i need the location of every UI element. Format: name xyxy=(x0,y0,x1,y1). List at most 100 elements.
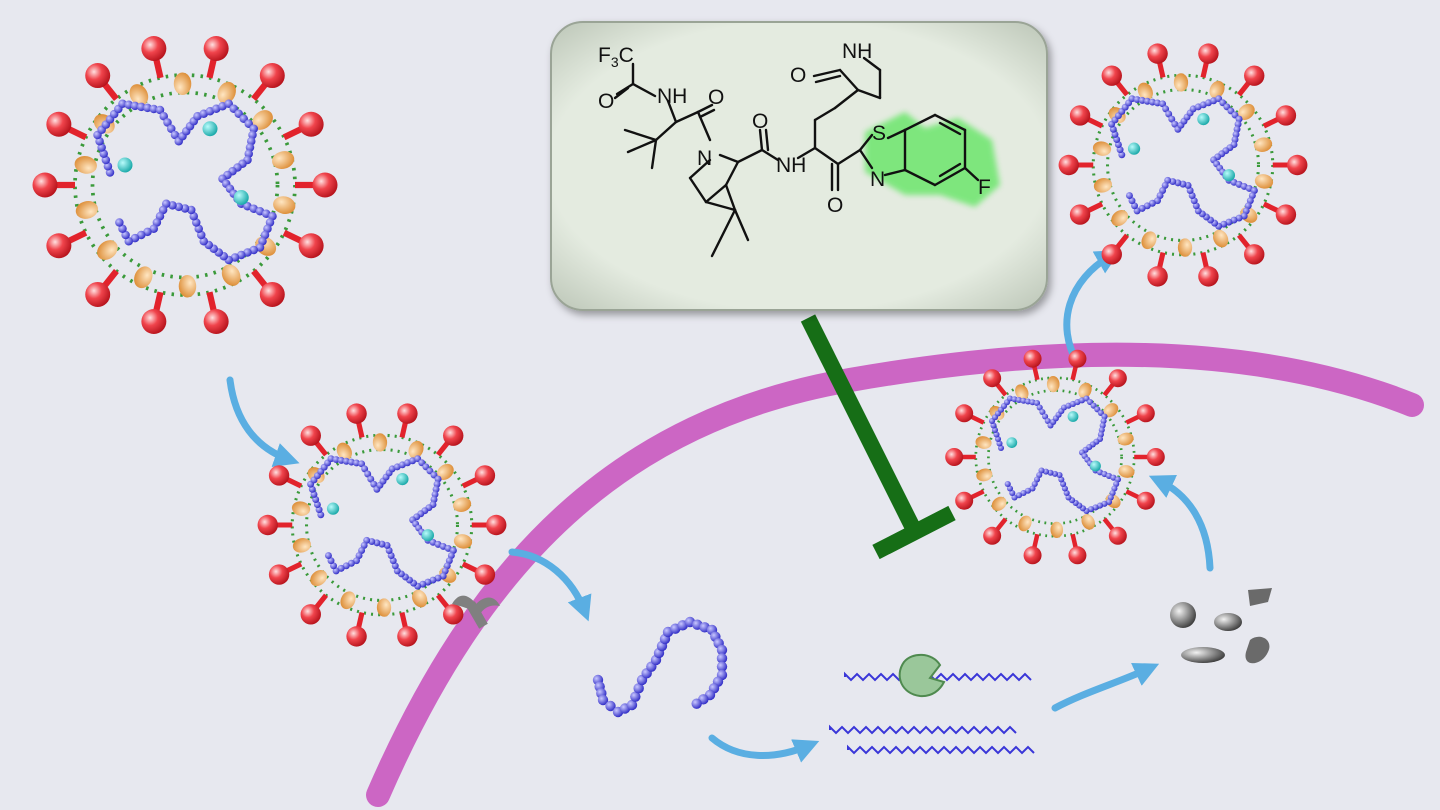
spike-head xyxy=(298,233,324,259)
nucleocapsid-protein xyxy=(396,472,409,486)
o-label-3: O xyxy=(752,110,768,133)
envelope-protein xyxy=(453,534,473,549)
envelope-protein xyxy=(975,436,992,449)
rna-bead xyxy=(347,458,355,466)
nucleocapsid-protein xyxy=(1006,437,1018,448)
rna-bead xyxy=(137,102,146,112)
rna-bead xyxy=(716,644,728,656)
spike-head xyxy=(1069,105,1091,126)
envelope-protein xyxy=(1177,238,1193,257)
rna-bead xyxy=(130,101,140,111)
rna-bead xyxy=(149,104,158,114)
envelope-protein xyxy=(1092,141,1112,156)
spike-head xyxy=(1108,369,1127,388)
envelope-protein xyxy=(336,442,352,461)
envelope-protein xyxy=(1015,384,1029,400)
spike-head xyxy=(1198,266,1219,287)
envelope-protein xyxy=(75,201,98,219)
spike-head xyxy=(443,425,464,446)
spike-head xyxy=(486,514,507,536)
envelope-protein xyxy=(252,110,273,130)
processing-arrow xyxy=(1051,662,1160,712)
envelope-protein xyxy=(178,274,197,298)
fragment-capsule xyxy=(1214,613,1242,631)
spike-head xyxy=(346,403,367,424)
spike-head xyxy=(983,526,1002,545)
rna-bead xyxy=(1143,97,1151,105)
rna-bead xyxy=(1162,105,1170,113)
nh-label-2: NH xyxy=(776,154,806,177)
envelope-protein xyxy=(991,496,1007,511)
receptor-icon xyxy=(452,595,500,629)
envelope-protein xyxy=(310,570,328,587)
spike-head xyxy=(1275,105,1297,126)
rna-bead xyxy=(155,105,165,115)
lactam-o-label: O xyxy=(790,64,806,87)
envelope-protein xyxy=(129,84,149,106)
spike-head xyxy=(474,564,496,585)
envelope-protein xyxy=(1093,178,1112,193)
envelope-protein xyxy=(291,501,311,516)
translation-arrow xyxy=(708,734,820,763)
rna-bead xyxy=(1024,398,1032,405)
spike-head xyxy=(46,233,72,259)
nucleocapsid-protein xyxy=(1222,169,1236,182)
inhibitor-structure-box: F3C NH O O N O NH O S N F NH O xyxy=(550,21,1048,311)
envelope-protein xyxy=(1213,229,1229,248)
envelope-protein xyxy=(1237,103,1255,120)
cell-membrane xyxy=(366,342,1424,807)
envelope-protein xyxy=(1078,382,1092,399)
spike-head xyxy=(1147,43,1168,64)
rna-bead xyxy=(1006,395,1014,402)
spike-head xyxy=(1101,65,1122,86)
rna-bead xyxy=(1138,96,1146,104)
envelope-protein xyxy=(273,196,296,214)
spike-head xyxy=(257,514,278,536)
envelope-protein xyxy=(1209,80,1225,99)
rna-bead xyxy=(337,456,345,464)
rna-bead xyxy=(1011,396,1018,403)
rna-bead xyxy=(143,103,152,113)
envelope-protein xyxy=(1046,376,1060,393)
spike-head xyxy=(32,172,58,198)
rna-bead xyxy=(1020,397,1027,404)
virus-released xyxy=(1091,73,1275,257)
spike-head xyxy=(268,465,290,486)
envelope-protein xyxy=(1081,514,1095,530)
envelope-protein xyxy=(408,440,424,459)
rna-bead xyxy=(170,130,180,140)
spike-head xyxy=(1198,43,1219,64)
spike-head xyxy=(1069,204,1091,225)
rna-bead xyxy=(597,694,609,706)
envelope-protein xyxy=(1141,231,1157,250)
envelope-protein xyxy=(1117,432,1134,446)
spike-head xyxy=(85,63,111,89)
envelope-protein xyxy=(1018,515,1032,532)
nucleocapsid-protein xyxy=(233,190,249,205)
nucleocapsid-protein xyxy=(117,157,133,173)
virus-large xyxy=(73,73,297,297)
envelope-protein xyxy=(1137,82,1153,101)
envelope-protein xyxy=(376,598,392,617)
envelope-protein xyxy=(1050,521,1064,538)
entry-arrow xyxy=(508,548,592,622)
envelope-protein xyxy=(1173,73,1189,92)
rna-bead xyxy=(1171,120,1179,128)
f-label: F xyxy=(978,176,991,199)
spike-head xyxy=(1147,266,1168,287)
rna-bead xyxy=(630,691,641,702)
spike-head xyxy=(346,626,367,647)
mrna-strand-3 xyxy=(847,744,1035,755)
rna-bead xyxy=(1154,99,1161,107)
inhibition-bar-icon xyxy=(800,314,956,560)
release-arrow xyxy=(1063,250,1121,368)
spike-head xyxy=(474,465,496,486)
spike-head xyxy=(203,36,229,62)
spike-head xyxy=(85,281,111,307)
rna-bead xyxy=(1036,404,1043,411)
spike-head xyxy=(300,604,321,625)
o-label-2: O xyxy=(708,86,724,109)
spike-head xyxy=(945,448,964,466)
genome-rna xyxy=(988,395,1122,515)
rna-bead xyxy=(1148,98,1156,106)
